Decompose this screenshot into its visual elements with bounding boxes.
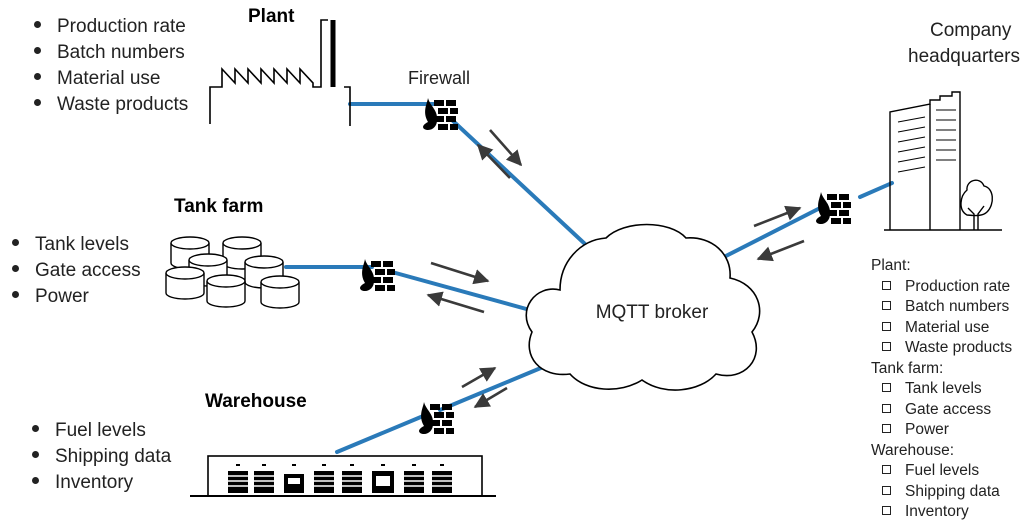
arrow-icon xyxy=(753,205,802,228)
hq-data-list: Plant: Production rate Batch numbers Mat… xyxy=(871,256,1012,523)
tank-farm-icon xyxy=(165,236,300,309)
firewall-icon xyxy=(423,98,458,130)
plant-title: Plant xyxy=(248,6,295,27)
hq-group-label: Plant: xyxy=(871,257,911,274)
tank-farm-list: Tank levels Gate access Power xyxy=(12,232,141,310)
hq-broker-link-line xyxy=(720,203,828,260)
list-item: Tank levels xyxy=(12,232,141,258)
list-item: Shipping data xyxy=(32,444,171,470)
list-item: Batch numbers xyxy=(871,297,1012,318)
factory-icon xyxy=(209,19,351,126)
hq-title-line1: Company xyxy=(930,20,1012,41)
arrow-icon xyxy=(476,143,511,179)
list-item: Tank levels xyxy=(871,379,1012,400)
hq-group-label: Tank farm: xyxy=(871,359,944,377)
arrow-icon xyxy=(461,366,497,389)
arrow-icon xyxy=(473,386,508,409)
list-item: Production rate xyxy=(34,14,188,40)
data-flow-arrows xyxy=(426,129,805,409)
list-item: Inventory xyxy=(32,470,171,496)
tank-farm-title: Tank farm xyxy=(174,196,264,217)
hq-title-line2: headquarters xyxy=(908,46,1020,67)
broker-label: MQTT broker xyxy=(596,302,709,323)
arrow-icon xyxy=(756,239,805,262)
list-item: Material use xyxy=(871,318,1012,339)
plant-list: Production rate Batch numbers Material u… xyxy=(34,14,188,118)
tankfarm-broker-link-line xyxy=(390,270,532,312)
cloud-icon xyxy=(525,223,761,391)
arrow-icon xyxy=(430,261,490,285)
list-item: Gate access xyxy=(12,258,141,284)
list-item: Fuel levels xyxy=(871,461,1012,482)
list-item: Production rate xyxy=(871,277,1012,298)
office-building-icon xyxy=(884,91,1002,231)
list-item: Shipping data xyxy=(871,482,1012,503)
hq-group-label: Warehouse: xyxy=(871,441,954,459)
list-item: Waste products xyxy=(34,92,188,118)
warehouse-list: Fuel levels Shipping data Inventory xyxy=(32,418,171,496)
warehouse-link-line xyxy=(335,412,430,454)
hq-link-line xyxy=(858,181,894,199)
firewall-label: Firewall xyxy=(408,68,470,88)
warehouse-icon xyxy=(190,455,496,497)
list-item: Power xyxy=(871,420,1012,441)
list-item: Material use xyxy=(34,66,188,92)
list-item: Fuel levels xyxy=(32,418,171,444)
list-item: Waste products xyxy=(871,338,1012,359)
warehouse-title: Warehouse xyxy=(205,391,307,412)
firewall-icon xyxy=(816,192,851,224)
link-lines xyxy=(284,102,894,454)
firewall-icon xyxy=(360,259,395,291)
list-item: Power xyxy=(12,284,141,310)
list-item: Inventory xyxy=(871,502,1012,523)
list-item: Batch numbers xyxy=(34,40,188,66)
list-item: Gate access xyxy=(871,400,1012,421)
plant-broker-link-line xyxy=(450,118,587,246)
warehouse-broker-link-line xyxy=(438,363,550,412)
arrow-icon xyxy=(489,129,523,167)
arrow-icon xyxy=(426,291,485,314)
firewall-icon xyxy=(419,402,454,434)
